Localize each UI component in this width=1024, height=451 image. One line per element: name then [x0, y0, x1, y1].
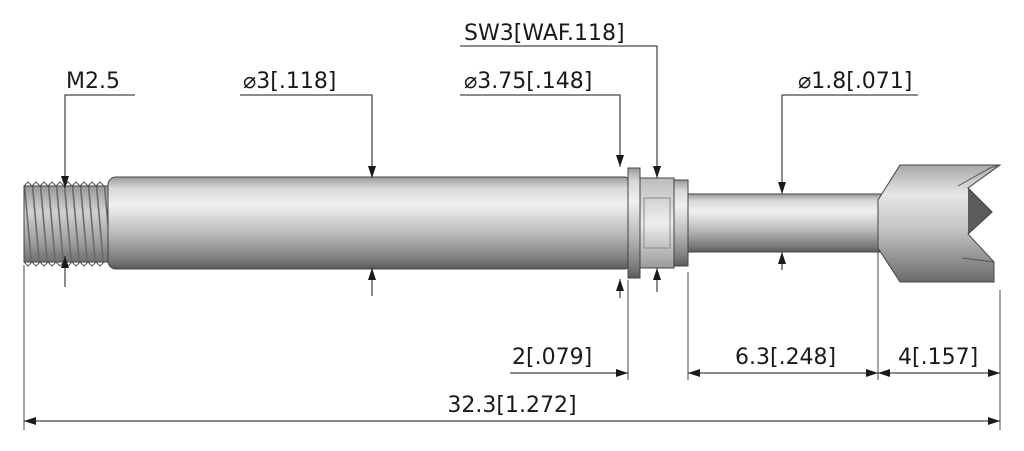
neck [687, 193, 885, 253]
collar [627, 167, 641, 279]
label-head-length: 4[.157] [898, 345, 978, 370]
label-tip-diameter: ⌀1.8[.071] [798, 69, 912, 94]
label-thread: M2.5 [66, 69, 120, 94]
label-overall-length: 32.3[1.272] [447, 393, 576, 418]
threaded-end [23, 181, 109, 267]
ring [673, 179, 689, 267]
hex-flat [639, 177, 675, 269]
label-collar-length: 2[.079] [512, 345, 592, 370]
label-wrench-flat: SW3[WAF.118] [464, 21, 625, 46]
head [877, 164, 1002, 283]
main-shaft [107, 176, 633, 270]
dimension-lines [23, 45, 1001, 430]
label-shaft-diameter: ⌀3[.118] [243, 69, 336, 94]
label-neck-length: 6.3[.248] [735, 345, 836, 370]
pin-part [23, 164, 1002, 283]
label-collar-diameter: ⌀3.75[.148] [464, 69, 592, 94]
